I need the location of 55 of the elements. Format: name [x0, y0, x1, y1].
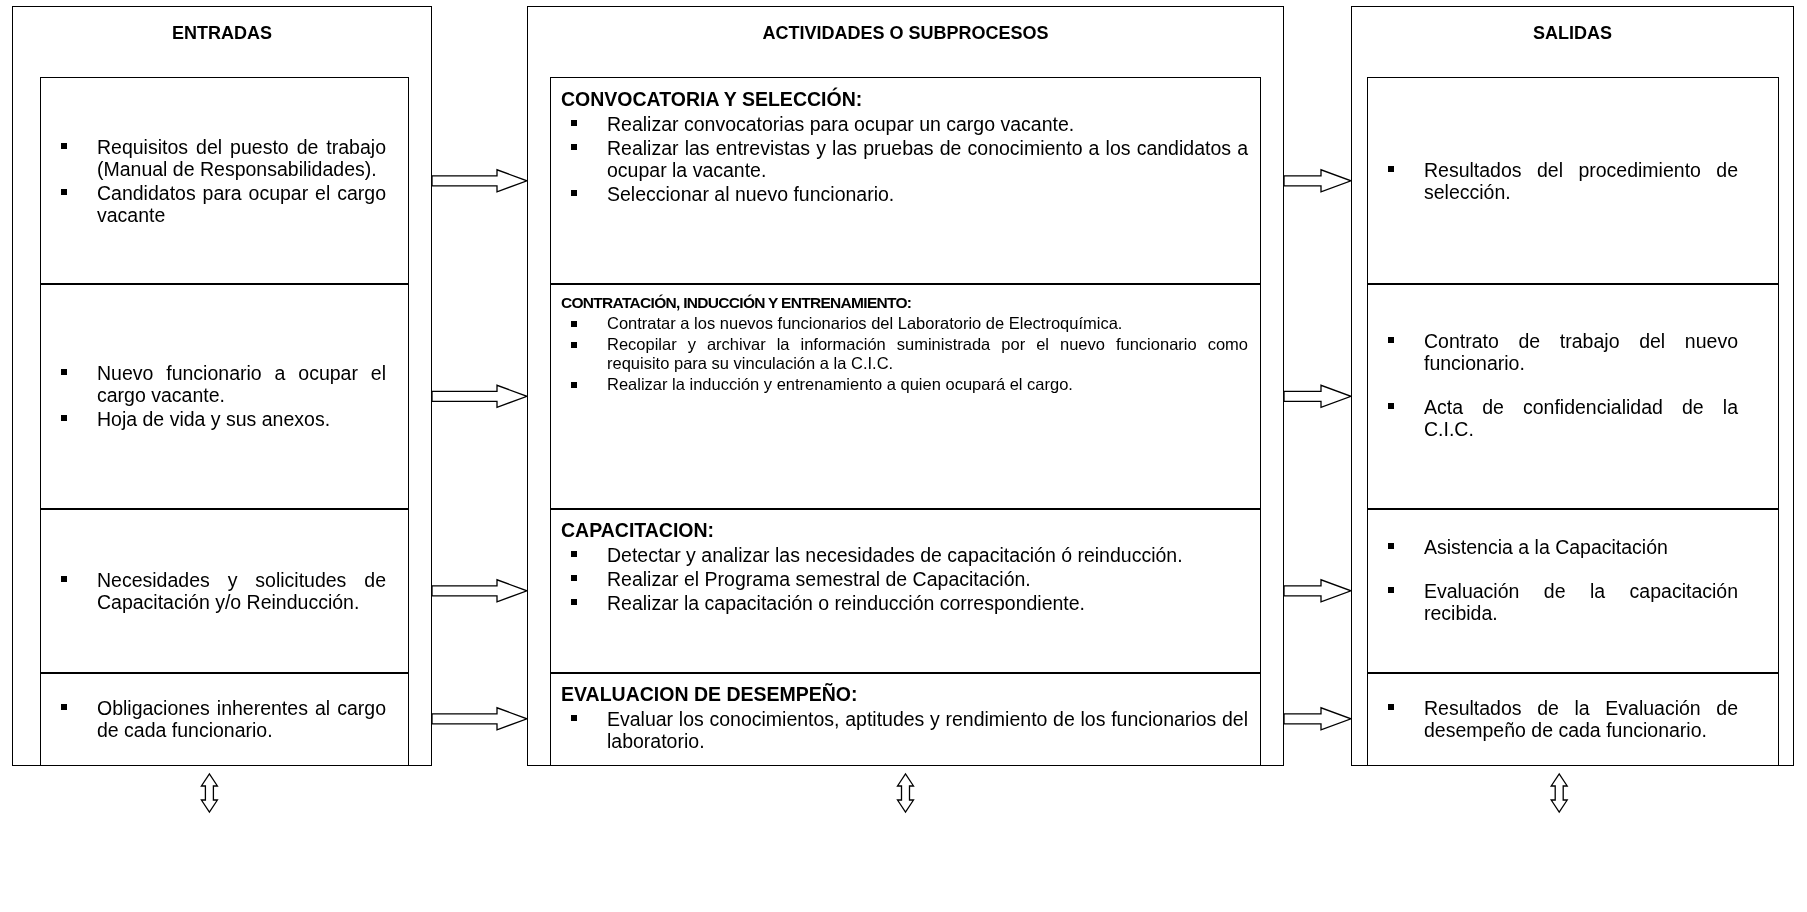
process-box — [550, 672, 1261, 766]
process-box — [40, 672, 409, 766]
bullet-text: Requisitos del puesto de trabajo (Manual de Responsabilidades). — [97, 135, 386, 180]
bullet-text: Realizar la capacitación o reinducción correspondiente. — [607, 592, 1087, 614]
block-arrow — [431, 384, 529, 409]
column-panel — [12, 6, 432, 766]
bullet-text: Nuevo funcionario a ocupar el cargo vacante. — [97, 362, 386, 407]
bullet-text: Asistencia a la Capacitación — [1424, 535, 1669, 558]
column-heading: ENTRADAS — [171, 23, 273, 44]
block-arrow — [1283, 706, 1353, 731]
section-heading: CONVOCATORIA Y SELECCIÓN: — [561, 88, 864, 111]
bullet-text: Resultados de la Evaluación de desempeño de cada funcionario. — [1424, 696, 1738, 741]
bullet-text: Evaluar los conocimientos, aptitudes y rendimiento de los funcionarios del laboratorio. — [607, 708, 1248, 752]
column-panel — [1351, 6, 1794, 766]
column-panel — [527, 6, 1284, 766]
column-heading: SALIDAS — [1532, 23, 1613, 44]
bullet-text: Acta de confidencialidad de la C.I.C. — [1424, 396, 1738, 441]
bullet-text: Necesidades y solicitudes de Capacitación y/o Reinducción. — [97, 568, 386, 613]
block-arrow — [200, 772, 219, 814]
bullet-text: Recopilar y archivar la información suministrada por el nuevo funcionario como requisito para su vinculación a la C.I.C. — [607, 335, 1248, 373]
block-arrow — [431, 706, 529, 731]
section-heading: EVALUACION DE DESEMPEÑO: — [561, 683, 859, 706]
bullet-text: Hoja de vida y sus anexos. — [97, 408, 332, 431]
bullet-text: Resultados del procedimiento de selección. — [1424, 158, 1738, 203]
process-box — [40, 77, 409, 285]
process-box — [550, 508, 1261, 674]
process-box — [550, 77, 1261, 285]
bullet-text: Contrato de trabajo del nuevo funcionario. — [1424, 330, 1738, 375]
process-box — [1367, 508, 1779, 674]
process-box — [1367, 77, 1779, 285]
process-box — [1367, 672, 1779, 766]
bullet-text: Evaluación de la capacitación recibida. — [1424, 579, 1738, 624]
bullet-text: Realizar las entrevistas y las pruebas de conocimiento a los candidatos a ocupar la vacante. — [607, 137, 1248, 181]
process-box — [550, 283, 1261, 510]
process-box — [1367, 283, 1779, 510]
block-arrow — [1283, 384, 1353, 409]
block-arrow — [1283, 578, 1353, 603]
section-heading: CONTRATACIÓN, INDUCCIÓN Y ENTRENAMIENTO: — [561, 294, 913, 312]
block-arrow — [896, 772, 915, 814]
block-arrow — [431, 168, 529, 193]
process-box — [40, 508, 409, 674]
bullet-text: Seleccionar al nuevo funcionario. — [607, 183, 896, 205]
block-arrow — [1550, 772, 1569, 814]
bullet-text: Obligaciones inherentes al cargo de cada funcionario. — [97, 696, 386, 741]
bullet-text: Realizar convocatorias para ocupar un cargo vacante. — [607, 113, 1076, 135]
column-heading: ACTIVIDADES O SUBPROCESOS — [761, 23, 1050, 44]
bullet-text: Detectar y analizar las necesidades de capacitación ó reinducción. — [607, 544, 1184, 566]
block-arrow — [1283, 168, 1353, 193]
bullet-text: Realizar el Programa semestral de Capacitación. — [607, 568, 1032, 590]
bullet-text: Realizar la inducción y entrenamiento a quien ocupará el cargo. — [607, 375, 1074, 394]
block-arrow — [431, 578, 529, 603]
process-box — [40, 283, 409, 510]
section-heading: CAPACITACION: — [561, 519, 716, 542]
bullet-text: Candidatos para ocupar el cargo vacante — [97, 181, 386, 226]
bullet-text: Contratar a los nuevos funcionarios del Laboratorio de Electroquímica. — [607, 314, 1124, 333]
